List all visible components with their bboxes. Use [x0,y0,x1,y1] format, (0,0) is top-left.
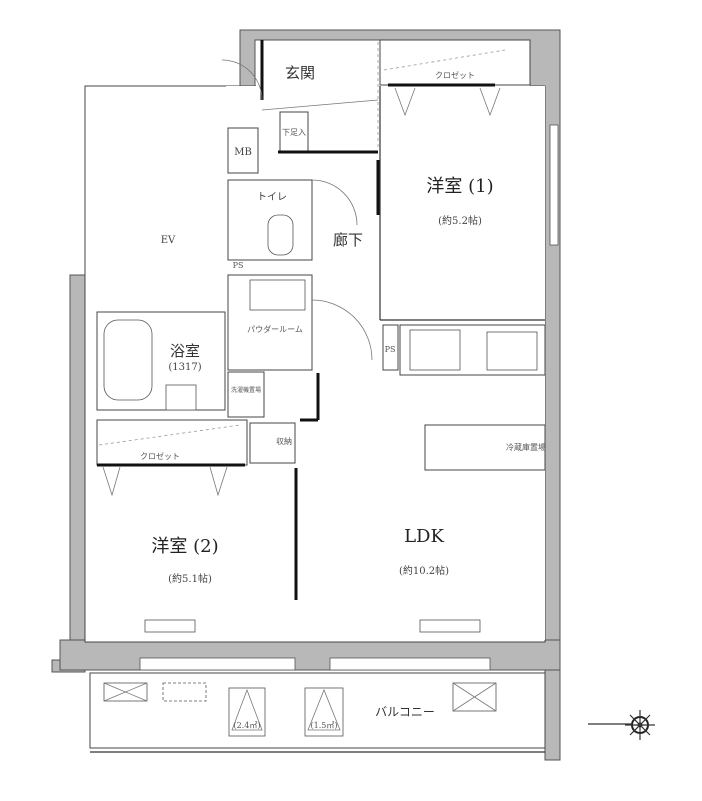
toilet-room [227,179,358,261]
ldk-label: LDK [404,526,444,547]
bathroom-label: 浴室 [170,342,200,360]
ev-label: EV [161,235,176,246]
western-room-1 [379,86,559,321]
western-room-1-label: 洋室 (1) [426,176,493,197]
north-arrow-icon [588,710,655,740]
storage-box [249,422,296,464]
ac-unit-2-size: (1.5㎡) [311,721,338,730]
shoe-storage-box [279,111,309,153]
closet-left [96,419,248,497]
fridge-area [424,424,546,471]
western-room-2-size: (約5.1帖) [168,572,212,585]
fridge-label: 冷蔵庫置場 [506,442,546,452]
balcony-label: バルコニー [375,705,435,719]
closet-top-label: クロゼット [435,70,475,80]
washer-area [227,371,265,418]
mb-label: MB [234,147,252,158]
ac-unit-1-size: (2.4㎡) [234,721,261,730]
washer-label: 洗濯機置場 [231,386,261,394]
powder-room [227,274,373,371]
ps-label-2: PS [385,345,396,354]
western-room-1-size: (約5.2帖) [438,214,482,227]
toilet-label: トイレ [257,192,287,203]
entrance-area [221,39,531,148]
powder-room-label: パウダールーム [247,324,303,334]
hallway-label: 廊下 [333,231,363,249]
ps-label-1: PS [233,261,244,270]
bathroom [96,311,226,411]
closet-left-label: クロゼット [140,451,180,461]
kitchen-counter [382,324,546,376]
storage-label: 収納 [276,436,292,446]
entrance-label: 玄関 [285,64,315,82]
bathroom-size: (1317) [168,362,201,373]
shoe-storage-label: 下足入 [282,128,306,137]
western-room-2-label: 洋室 (2) [151,536,218,557]
balcony [89,672,546,753]
mb-box [227,127,259,174]
ldk-size: (約10.2帖) [399,564,449,577]
